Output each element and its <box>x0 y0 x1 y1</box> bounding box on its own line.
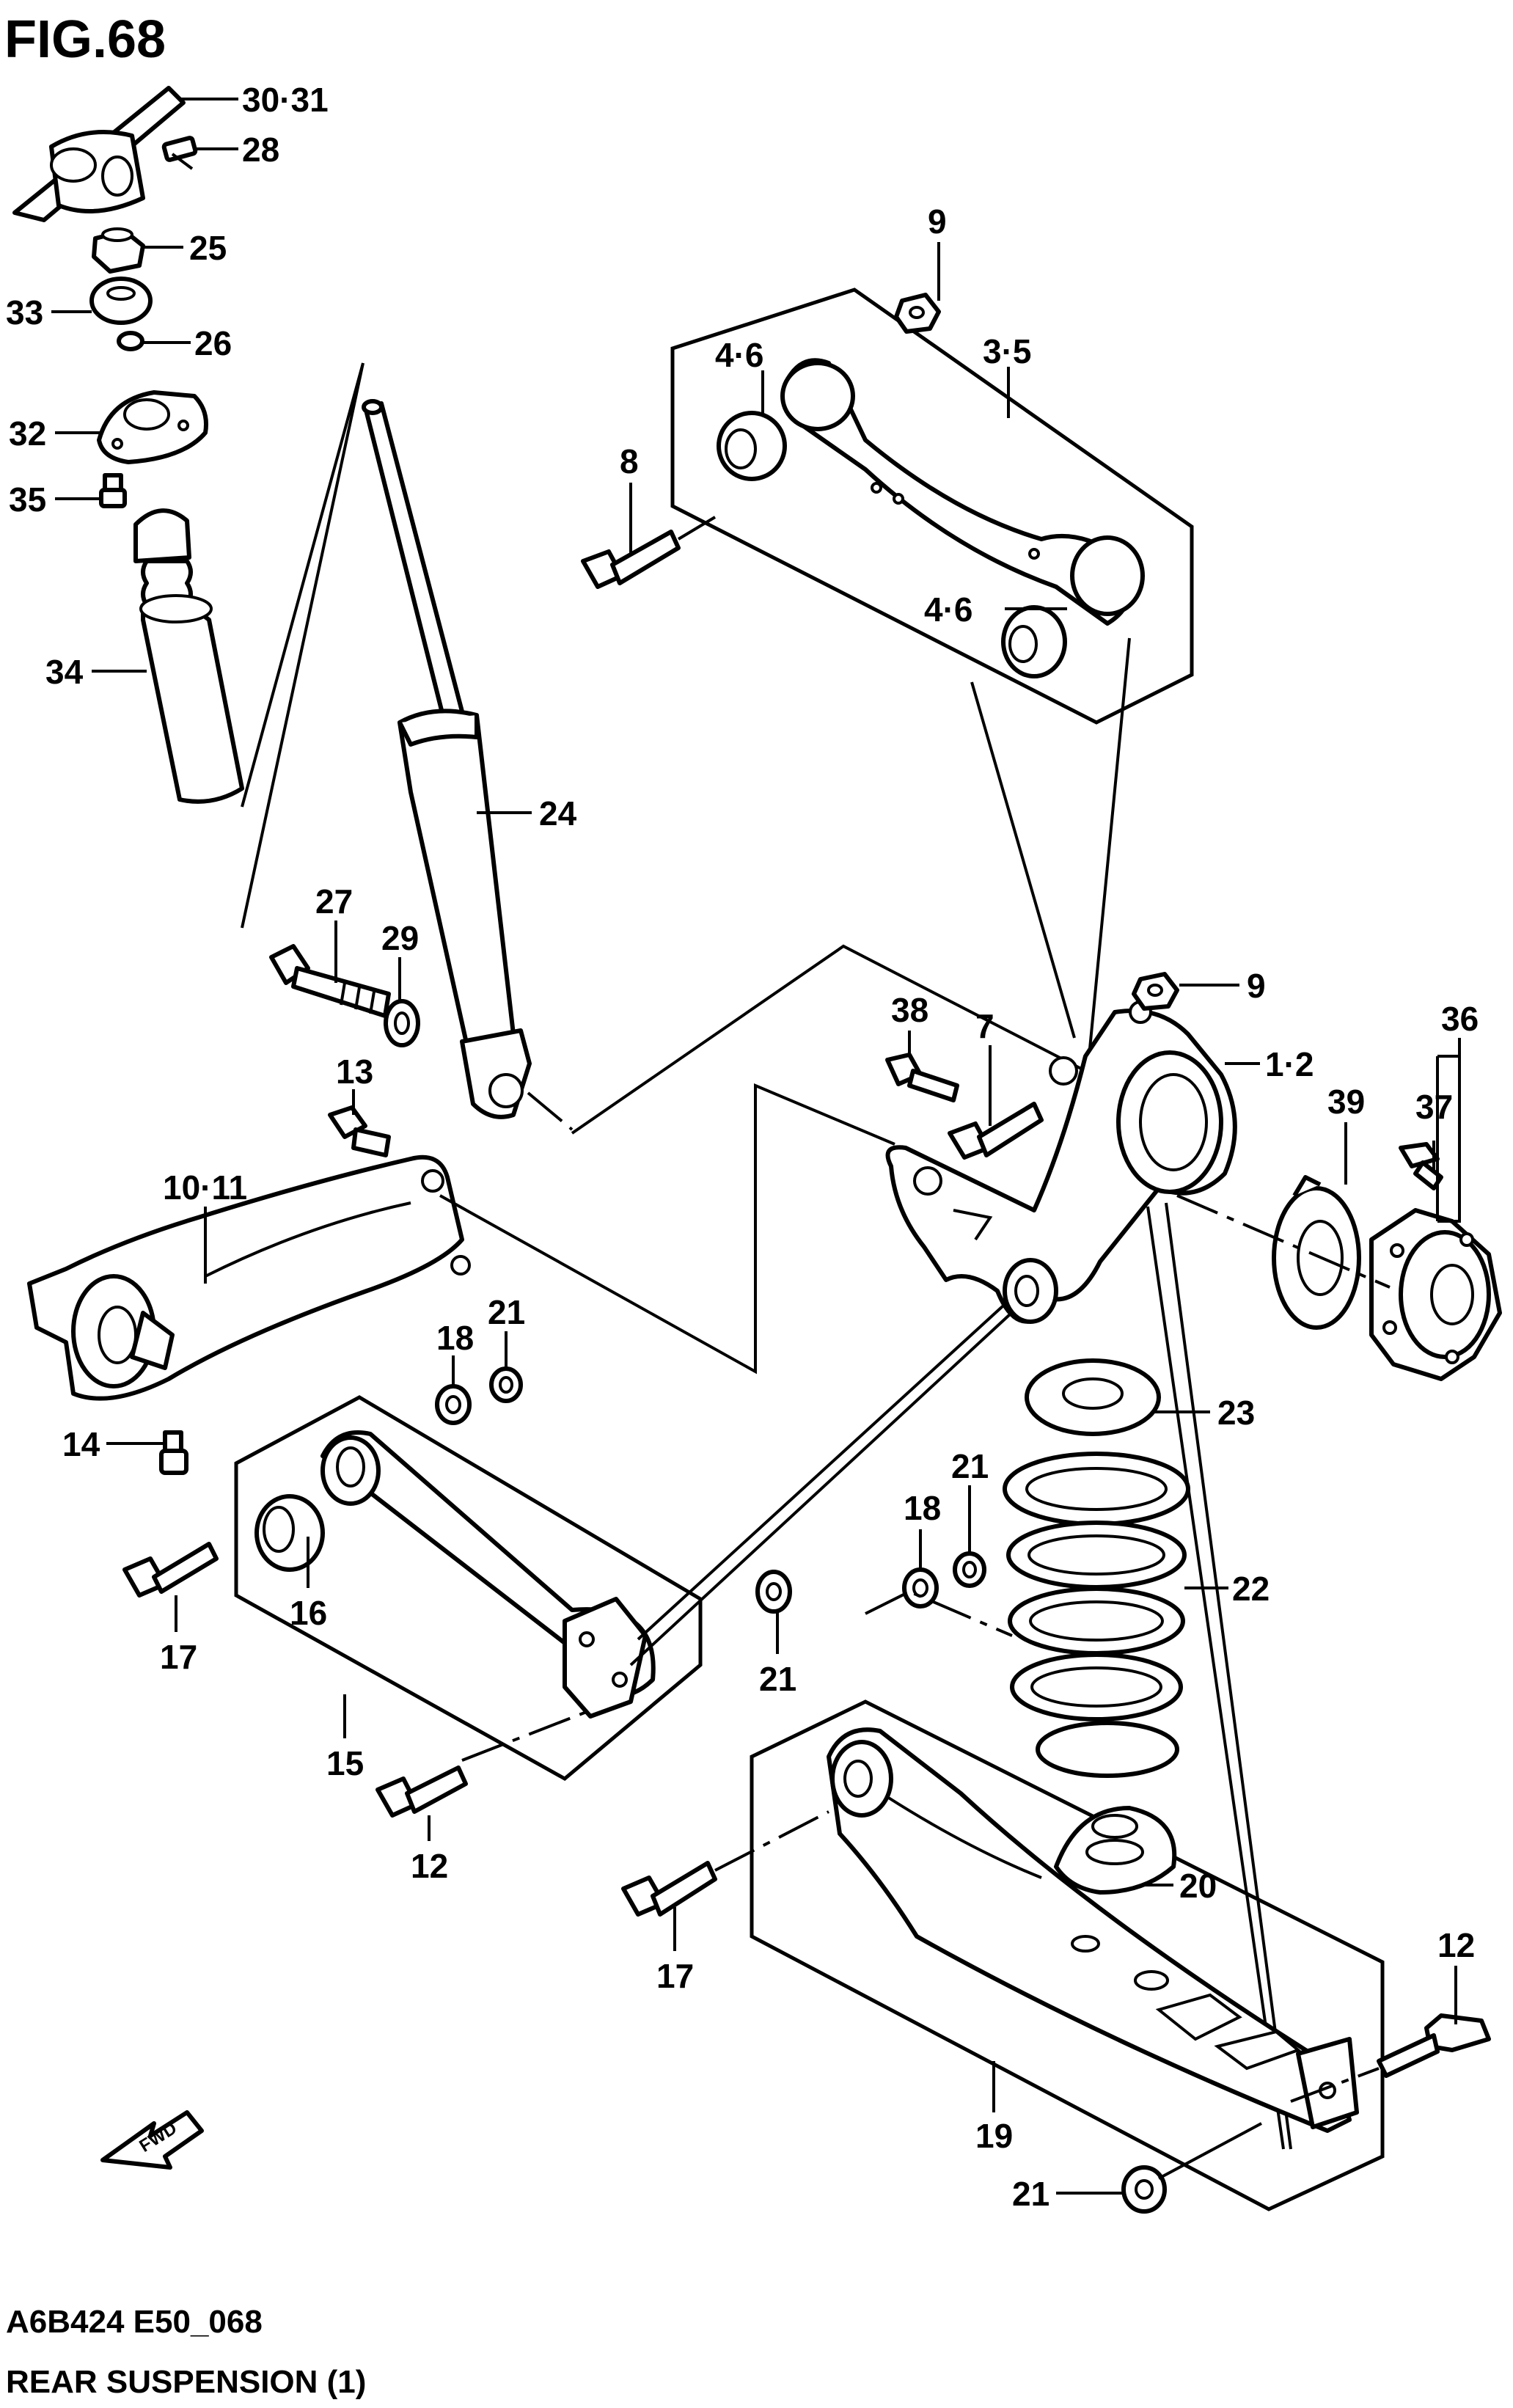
washer-26 <box>117 331 144 351</box>
callout-10-11: 10·11 <box>163 1168 247 1207</box>
nut-21a <box>489 1366 523 1403</box>
callout-20: 20 <box>1179 1867 1217 1905</box>
bushing-4-6a <box>717 411 787 481</box>
spring-seat-23 <box>1025 1358 1161 1436</box>
callout-21a: 21 <box>488 1293 525 1331</box>
bolt-17a <box>122 1542 219 1598</box>
nut-21b <box>755 1570 792 1614</box>
nut-9b <box>1132 972 1179 1011</box>
callout-18b: 18 <box>904 1489 941 1527</box>
nut-18a <box>435 1384 472 1425</box>
lateral-rod-15-frame <box>234 1395 703 1782</box>
lower-arm-19 <box>827 1727 1359 2133</box>
callout-labels: 30·31 28 25 33 26 32 35 34 24 27 29 13 1… <box>6 81 1479 2213</box>
support-plate-32 <box>97 390 208 464</box>
diagram-code: A6B424 E50_068 <box>6 2304 263 2340</box>
callout-14: 14 <box>62 1425 100 1463</box>
bolt-27 <box>269 944 391 1018</box>
callout-29: 29 <box>381 919 419 957</box>
callout-18a: 18 <box>436 1319 474 1357</box>
callout-4-6b: 4·6 <box>924 590 972 629</box>
callout-9b: 9 <box>1247 967 1266 1005</box>
knuckle-1-2 <box>885 1000 1237 1324</box>
callout-32: 32 <box>9 414 46 453</box>
callout-4-6a: 4·6 <box>715 336 763 374</box>
bolt-8 <box>581 530 681 589</box>
callout-3-5: 3·5 <box>983 332 1031 370</box>
callout-17b: 17 <box>656 1957 694 1995</box>
callout-39: 39 <box>1327 1083 1365 1121</box>
upper-arm-3-5-frame <box>670 288 1194 725</box>
callout-9a: 9 <box>928 202 947 241</box>
dust-shield-39 <box>1272 1175 1361 1330</box>
callout-36: 36 <box>1441 1000 1479 1038</box>
nut-9a <box>894 293 941 334</box>
coil-spring-22 <box>1003 1452 1190 1778</box>
callout-35: 35 <box>9 480 46 519</box>
callout-30-31: 30·31 <box>242 81 329 119</box>
lower-arm-19-frame <box>750 1699 1385 2211</box>
upper-arm-3-5 <box>780 358 1145 626</box>
upper-mount-bracket <box>12 86 186 222</box>
shock-absorber-24 <box>362 399 532 1119</box>
callout-25: 25 <box>189 229 227 267</box>
callout-17a: 17 <box>160 1638 197 1676</box>
bolt-35 <box>99 473 127 508</box>
suspension-arm-10-11 <box>27 1154 471 1401</box>
callout-21d: 21 <box>1012 2175 1049 2213</box>
callout-15: 15 <box>326 1744 364 1782</box>
callout-24: 24 <box>539 794 577 832</box>
nut-21d <box>1121 2165 1167 2214</box>
callout-22: 22 <box>1232 1570 1270 1608</box>
washer-29 <box>384 999 420 1047</box>
callout-leaders <box>51 98 1461 2195</box>
callout-37: 37 <box>1415 1088 1453 1126</box>
nut-25 <box>92 227 145 274</box>
callout-12b: 12 <box>1437 1926 1475 1964</box>
bolt-13 <box>328 1105 391 1157</box>
callout-21b: 21 <box>759 1660 796 1698</box>
callout-8: 8 <box>620 442 639 480</box>
bolt-17b <box>621 1861 717 1917</box>
callout-38: 38 <box>891 991 928 1029</box>
callout-19: 19 <box>975 2117 1013 2155</box>
callout-28: 28 <box>242 131 279 169</box>
bump-stop-dust-cover-34 <box>133 508 244 804</box>
callout-23: 23 <box>1217 1394 1255 1432</box>
nut-21c <box>953 1551 986 1588</box>
callout-13: 13 <box>336 1053 373 1091</box>
callout-34: 34 <box>45 653 84 691</box>
fwd-direction-arrow: FWD <box>100 2110 204 2170</box>
bolt-7 <box>948 1102 1044 1160</box>
callout-26: 26 <box>194 324 232 362</box>
lateral-rod-15 <box>320 1430 656 1719</box>
callout-33: 33 <box>6 293 43 332</box>
bolt-28 <box>161 136 198 170</box>
bolt-38 <box>885 1053 959 1102</box>
bushing-4-6b <box>1001 605 1067 678</box>
callout-21c: 21 <box>951 1447 989 1485</box>
callout-1-2: 1·2 <box>1265 1045 1314 1083</box>
bolt-14 <box>159 1430 188 1475</box>
diagram-caption: REAR SUSPENSION (1) <box>6 2364 366 2400</box>
figure-title: FIG.68 <box>4 10 166 69</box>
callout-12a: 12 <box>411 1847 448 1885</box>
callout-27: 27 <box>315 882 353 921</box>
bolt-12b <box>1377 2013 1491 2078</box>
bushing-16 <box>254 1494 325 1572</box>
callout-7: 7 <box>975 1007 994 1045</box>
cushion-33 <box>89 277 153 325</box>
spring-pad-20 <box>1054 1806 1177 1895</box>
callout-16: 16 <box>290 1594 327 1632</box>
hub-bearing-36 <box>1369 1208 1502 1381</box>
bolt-12a <box>375 1765 468 1818</box>
